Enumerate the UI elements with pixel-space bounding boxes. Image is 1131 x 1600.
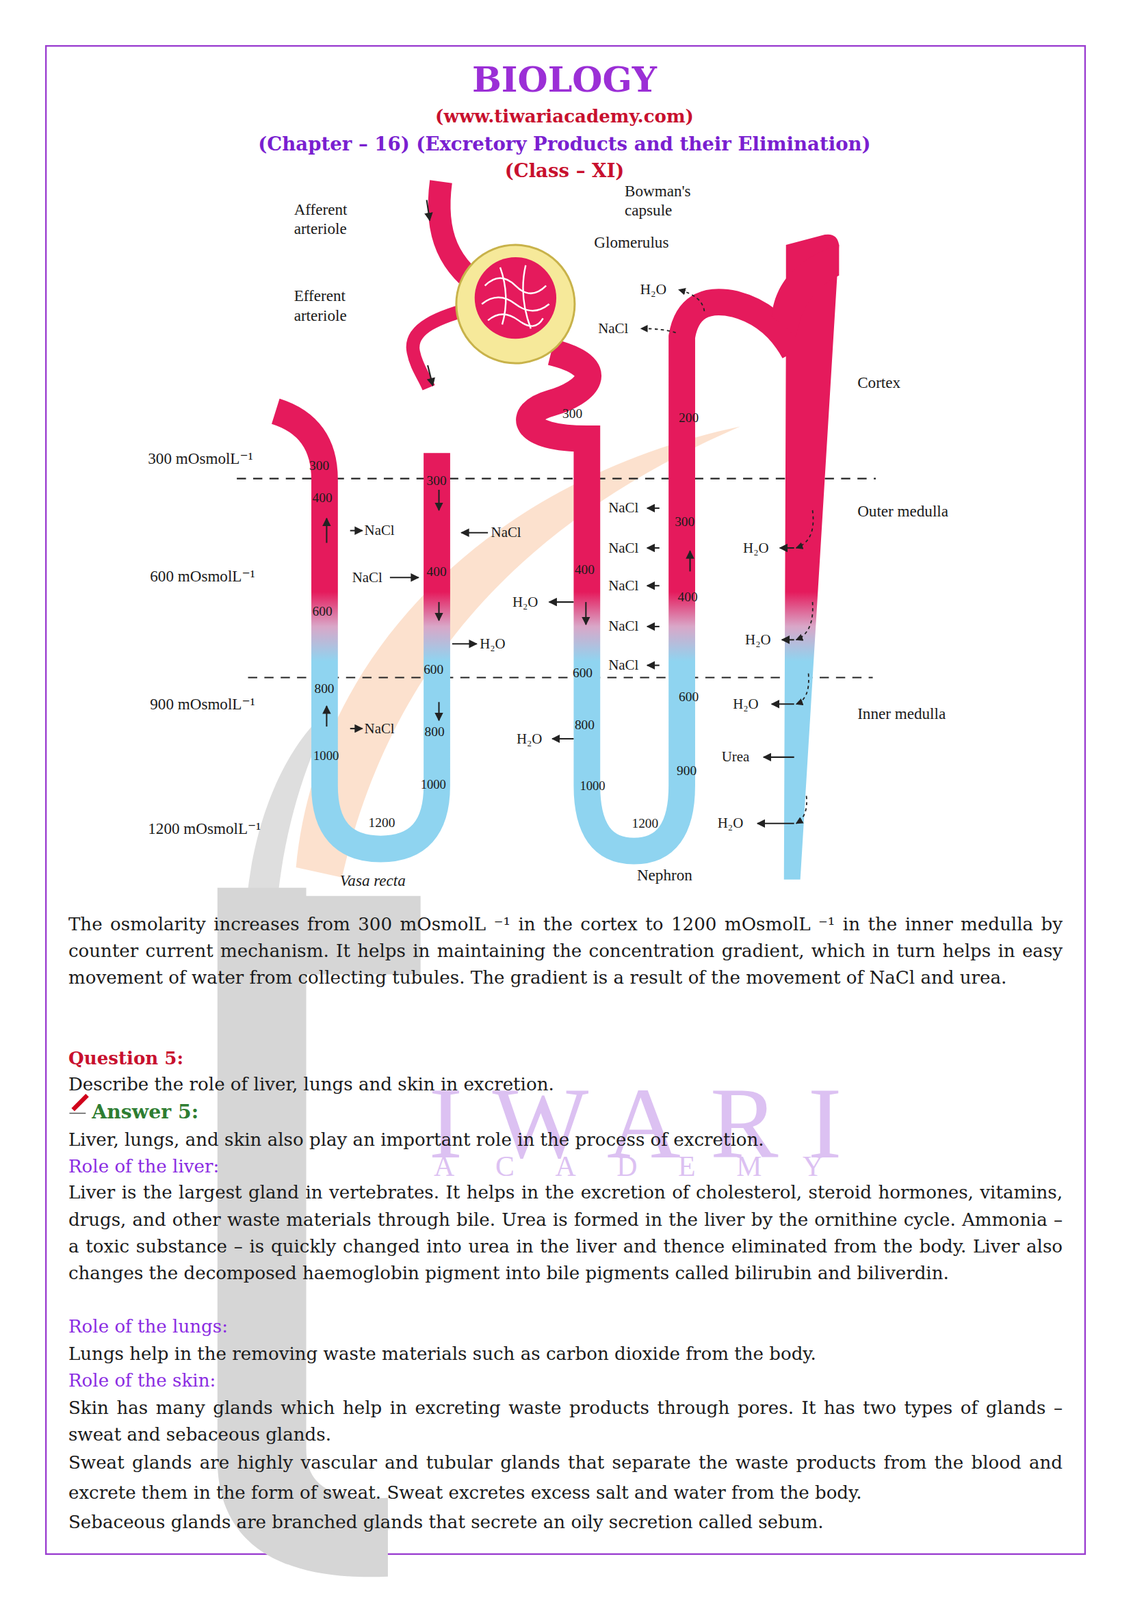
- diagram-label: Urea: [721, 748, 750, 766]
- diagram-label: NaCl: [598, 320, 629, 338]
- diagram-label: 400: [678, 589, 698, 605]
- diagram-label: NaCl: [364, 522, 395, 540]
- body-text: Liver is the largest gland in vertebrate…: [68, 1179, 1063, 1287]
- flow-arrows: [326, 199, 794, 824]
- diagram-label: NaCl: [608, 499, 639, 517]
- diagram-label: 400: [312, 489, 333, 506]
- page-title: BIOLOGY: [472, 58, 657, 101]
- diagram-label: 1000: [420, 777, 447, 793]
- diagram-label: Vasa recta: [340, 871, 406, 891]
- diagram-label: NaCl: [608, 577, 639, 595]
- body-text: Skin has many glands which help in excre…: [68, 1395, 1063, 1449]
- collecting-duct-top: [771, 244, 839, 337]
- diagram-label: Outer medulla: [857, 502, 949, 522]
- diagram-label: 600: [423, 661, 444, 678]
- diagram-label: Nephron: [637, 866, 693, 886]
- header-line: (Class – XI): [504, 159, 625, 182]
- diagram-label: 1000: [579, 778, 605, 794]
- body-text: Role of the skin:: [68, 1370, 216, 1392]
- body-text: Sebaceous glands are branched glands tha…: [68, 1512, 824, 1534]
- diagram-label: Bowman's capsule: [624, 181, 722, 221]
- diagram-label: H₂O: [732, 695, 759, 713]
- diagram-label: 800: [424, 723, 445, 740]
- question-heading: Answer 5:: [91, 1100, 199, 1124]
- diagram-label: NaCl: [608, 617, 639, 635]
- diagram-label: 900 mOsmolL⁻¹: [149, 695, 255, 715]
- body-text: Sweat glands are highly vascular and tub…: [68, 1447, 1063, 1508]
- diagram-label: 900: [676, 762, 697, 779]
- diagram-label: 600 mOsmolL⁻¹: [149, 567, 255, 587]
- pencil-icon: [69, 1094, 89, 1114]
- diagram-label: 600: [312, 603, 333, 620]
- diagram-label: 400: [426, 563, 447, 580]
- diagram-label: 300 mOsmolL⁻¹: [147, 449, 253, 469]
- diagram-label: Cortex: [857, 373, 901, 393]
- dashed-arrows: [641, 290, 814, 824]
- tubes: [275, 182, 795, 852]
- diagram-label: NaCl: [608, 539, 639, 557]
- header-line: (www.tiwariacademy.com): [435, 105, 694, 127]
- diagram-label: 800: [574, 717, 595, 733]
- diagram-label: H₂O: [512, 593, 538, 611]
- body-text: Describe the role of liver, lungs and sk…: [68, 1074, 555, 1096]
- diagram-label: NaCl: [491, 524, 522, 542]
- diagram-label: H₂O: [639, 281, 667, 299]
- diagram-label: H₂O: [717, 814, 744, 832]
- body-text: Role of the lungs:: [68, 1316, 228, 1338]
- question-heading: Question 5:: [68, 1047, 184, 1069]
- diagram-label: Glomerulus: [593, 233, 669, 253]
- diagram-label: 800: [314, 680, 334, 697]
- page-frame: [45, 45, 1086, 1555]
- header-line: (Chapter – 16) (Excretory Products and t…: [257, 132, 871, 156]
- diagram-label: 1200: [368, 814, 396, 831]
- bowmans-capsule: [456, 244, 575, 364]
- diagram-label: 300: [562, 405, 583, 422]
- diagram-label: NaCl: [364, 720, 395, 738]
- diagram-label: 1000: [313, 748, 339, 764]
- watermark-text: ACADEMY: [433, 1149, 865, 1184]
- body-text: Lungs help in the removing waste materia…: [68, 1343, 817, 1365]
- diagram-label: 300: [309, 457, 330, 474]
- diagram-label: H₂O: [745, 631, 771, 649]
- diagram-label: 300: [674, 513, 695, 530]
- diagram-label: 200: [678, 409, 699, 426]
- diagram-label: 600: [572, 665, 593, 681]
- diagram-label: Inner medulla: [857, 704, 946, 724]
- diagram-label: H₂O: [743, 539, 769, 557]
- body-text: Role of the liver:: [68, 1156, 219, 1178]
- diagram-label: NaCl: [608, 656, 639, 674]
- body-text: The osmolarity increases from 300 mOsmol…: [68, 911, 1063, 993]
- diagram-label: 1200 mOsmolL⁻¹: [147, 819, 261, 839]
- diagram-label: H₂O: [516, 730, 542, 748]
- diagram-label: H₂O: [479, 635, 505, 653]
- diagram-label: 400: [574, 561, 595, 578]
- diagram-label: Efferent arteriole: [294, 286, 376, 325]
- diagram-label: 1200: [631, 815, 659, 832]
- body-text: Liver, lungs, and skin also play an impo…: [68, 1129, 765, 1151]
- diagram-label: Afferent arteriole: [294, 199, 376, 239]
- diagram-label: 300: [426, 472, 447, 489]
- diagram-label: NaCl: [352, 569, 383, 587]
- diagram-label: 600: [678, 689, 699, 705]
- logo-letter-t: [217, 888, 421, 1578]
